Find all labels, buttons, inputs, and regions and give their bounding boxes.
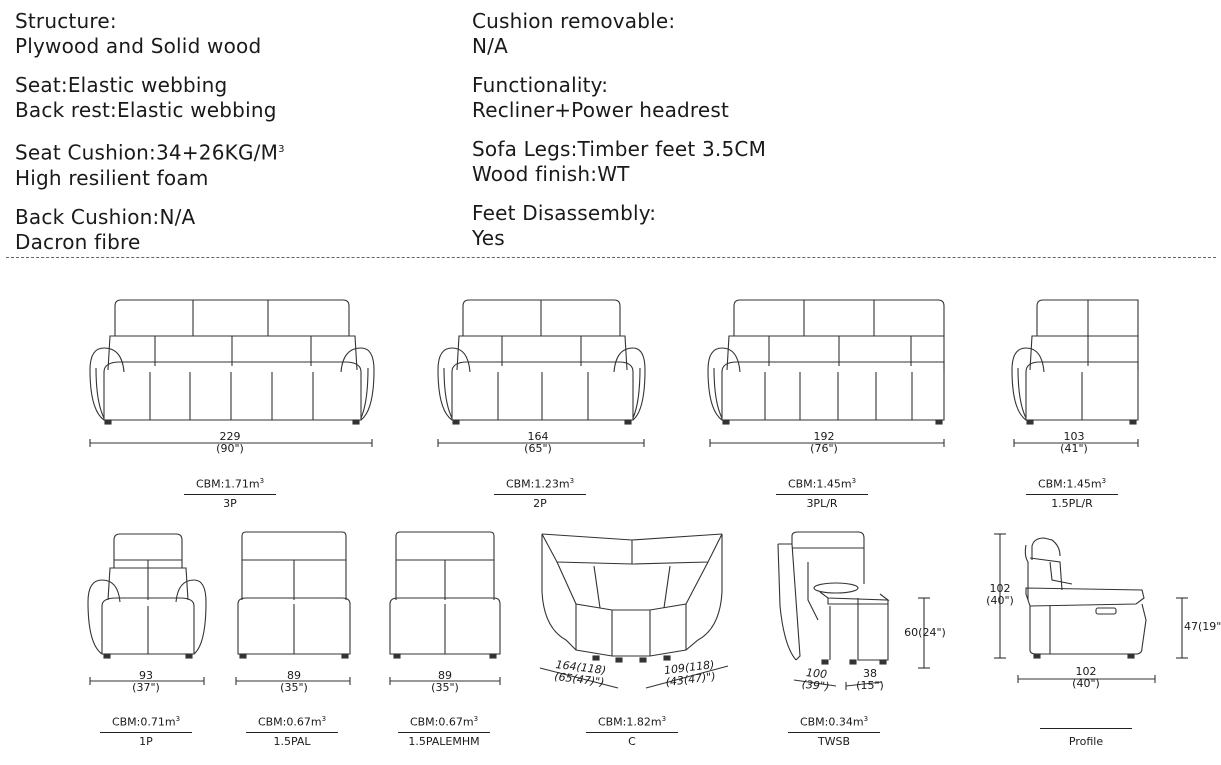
spec-structure-label: Structure:: [15, 9, 117, 33]
dim-profile-seat: 47(19"): [1184, 620, 1221, 633]
spec-backrest-value: Back rest:Elastic webbing: [15, 98, 277, 122]
spec-feet-disassembly-label: Feet Disassembly:: [472, 201, 657, 225]
spec-left-column: Structure: Plywood and Solid wood Seat:E…: [15, 9, 285, 255]
caption-15pal: CBM:0.67m3 1.5PAL: [242, 712, 342, 749]
spec-seat-cushion-value: High resilient foam: [15, 165, 209, 190]
spec-cushion-removable-value: N/A: [472, 34, 508, 58]
spec-wood-finish-value: Wood finish:WT: [472, 162, 630, 186]
caption-3p: CBM:1.71m3 3P: [180, 474, 280, 511]
spec-cushion-removable-label: Cushion removable:: [472, 9, 676, 33]
spec-functionality-label: Functionality:: [472, 73, 609, 97]
sofa-15pal-drawing: [235, 531, 351, 685]
caption-profile: Profile: [1036, 712, 1136, 749]
caption-2p: CBM:1.23m3 2P: [490, 474, 590, 511]
sofa-15plr-drawing: [1011, 299, 1139, 447]
spec-feet-disassembly-value: Yes: [472, 226, 505, 250]
dim-profile-height: 102(40"): [986, 582, 1014, 607]
spec-structure-value: Plywood and Solid wood: [15, 34, 262, 58]
dim-1p: 93(37"): [132, 669, 160, 694]
spec-functionality-value: Recliner+Power headrest: [472, 98, 730, 122]
dim-twsb-depth: 38(15"): [856, 667, 884, 692]
dim-15palemhm: 89(35"): [431, 669, 459, 694]
dim-15plr: 103(41"): [1060, 430, 1088, 455]
dim-3p: 229(90"): [216, 430, 244, 455]
dashed-divider: [6, 257, 1216, 258]
sofa-profile-drawing: [994, 533, 1188, 683]
dim-3plr: 192(76"): [810, 430, 838, 455]
sofa-twsb-drawing: [777, 531, 930, 690]
spec-back-cushion-value: Dacron fibre: [15, 229, 141, 254]
dim-twsb-width: 100(39"): [801, 666, 830, 694]
sofa-2p-drawing: [437, 299, 646, 447]
spec-seat-cushion-label: Seat Cushion:34+26KG/M3: [15, 140, 285, 165]
caption-1p: CBM:0.71m3 1P: [96, 712, 196, 749]
spec-back-cushion-label: Back Cushion:N/A: [15, 204, 196, 229]
sofa-corner-drawing: [539, 533, 729, 689]
spec-seat-label: Seat:Elastic webbing: [15, 73, 228, 97]
caption-3plr: CBM:1.45m3 3PL/R: [772, 474, 872, 511]
dim-15pal: 89(35"): [280, 669, 308, 694]
caption-corner: CBM:1.82m3 C: [582, 712, 682, 749]
dim-2p: 164(65"): [524, 430, 552, 455]
spec-sofa-legs-label: Sofa Legs:Timber feet 3.5CM: [472, 137, 767, 161]
dim-twsb-height: 60(24"): [904, 626, 946, 639]
sofa-15palemhm-drawing: [389, 531, 501, 685]
caption-15palemhm: CBM:0.67m3 1.5PALEMHM: [394, 712, 494, 749]
spec-right-column: Cushion removable: N/A Functionality: Re…: [472, 9, 766, 251]
caption-twsb: CBM:0.34m3 TWSB: [784, 712, 884, 749]
sofa-3plr-drawing: [707, 299, 945, 447]
sofa-3p-drawing: [89, 299, 375, 447]
sofa-1p-drawing: [87, 533, 207, 685]
caption-15plr: CBM:1.45m3 1.5PL/R: [1022, 474, 1122, 511]
dim-profile-width: 102(40"): [1072, 665, 1100, 690]
